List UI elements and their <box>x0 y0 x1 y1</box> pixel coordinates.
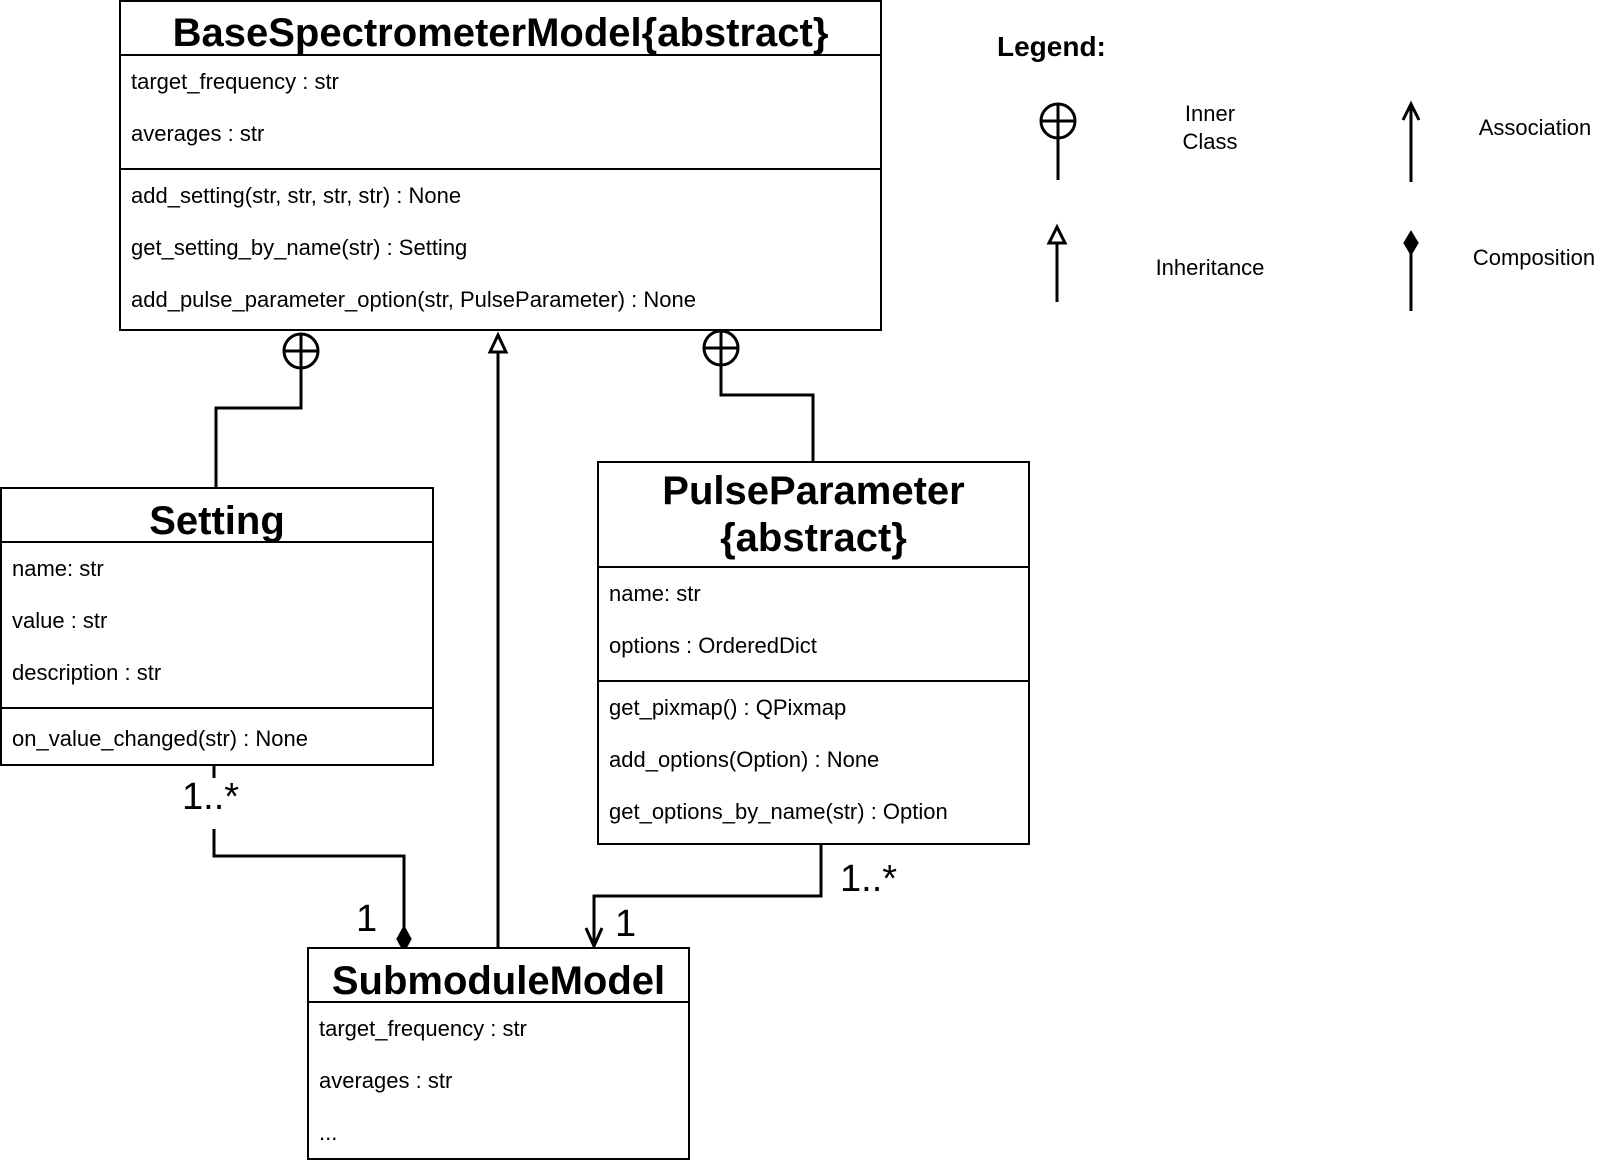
legend-association-icon <box>1401 100 1421 182</box>
multiplicity-pulse-submodule: 1 <box>615 903 637 945</box>
method-row: get_options_by_name(str) : Option <box>609 799 948 824</box>
class-title-line: PulseParameter <box>662 469 965 513</box>
methods-section: on_value_changed(str) : None <box>2 707 432 769</box>
class-title: Setting <box>2 489 432 543</box>
class-pulse-parameter: PulseParameter {abstract} name: str opti… <box>597 461 1030 845</box>
attribute-row: value : str <box>12 608 108 633</box>
class-title-line: {abstract} <box>720 516 907 560</box>
class-submodule-model: SubmoduleModel target_frequency : str av… <box>307 947 690 1160</box>
multiplicity-setting: 1..* <box>182 776 240 818</box>
class-title: BaseSpectrometerModel{abstract} <box>121 2 880 56</box>
attributes-section: target_frequency : str averages : str ..… <box>309 1003 688 1159</box>
multiplicity-setting-submodule: 1 <box>356 898 378 940</box>
attribute-row: ... <box>319 1120 338 1145</box>
method-row: get_pixmap() : QPixmap <box>609 695 847 720</box>
method-row: add_pulse_parameter_option(str, PulsePar… <box>131 287 696 312</box>
pulse-inner-class-connector <box>702 329 815 462</box>
setting-inner-class-connector <box>214 332 320 489</box>
inheritance-connector <box>487 331 509 948</box>
attribute-row: averages : str <box>319 1068 453 1093</box>
methods-section: get_pixmap() : QPixmap add_options(Optio… <box>599 680 1028 838</box>
attribute-row: target_frequency : str <box>131 69 339 94</box>
legend-label-inner-class: Inner Class <box>1182 101 1238 154</box>
class-base-spectrometer-model: BaseSpectrometerModel{abstract} target_f… <box>119 0 882 331</box>
method-row: on_value_changed(str) : None <box>12 726 308 751</box>
attribute-row: target_frequency : str <box>319 1016 527 1041</box>
attribute-row: options : OrderedDict <box>609 633 817 658</box>
legend-label-inheritance: Inheritance <box>1155 255 1265 280</box>
attributes-section: name: str options : OrderedDict <box>599 568 1028 680</box>
attributes-section: name: str value : str description : str <box>2 543 432 707</box>
class-setting: Setting name: str value : str descriptio… <box>0 487 434 766</box>
association-connector <box>584 843 823 950</box>
legend-inheritance-icon <box>1046 223 1068 302</box>
multiplicity-pulse: 1..* <box>840 858 898 900</box>
methods-section: add_setting(str, str, str, str) : None g… <box>121 168 880 326</box>
attribute-row: description : str <box>12 660 162 685</box>
legend-composition-icon <box>1403 230 1419 311</box>
composition-connector <box>212 766 412 954</box>
method-row: get_setting_by_name(str) : Setting <box>131 235 468 260</box>
class-title: PulseParameter {abstract} <box>599 463 1028 568</box>
method-row: add_setting(str, str, str, str) : None <box>131 183 462 208</box>
legend-label-association: Association <box>1478 115 1592 140</box>
legend-title: Legend: <box>997 31 1106 62</box>
legend-inner-class-icon <box>1039 102 1077 180</box>
legend-label-composition: Composition <box>1472 245 1596 270</box>
method-row: add_options(Option) : None <box>609 747 880 772</box>
attribute-row: name: str <box>609 581 701 606</box>
attributes-section: target_frequency : str averages : str <box>121 56 880 168</box>
class-title: SubmoduleModel <box>309 949 688 1003</box>
attribute-row: name: str <box>12 556 104 581</box>
attribute-row: averages : str <box>131 121 265 146</box>
